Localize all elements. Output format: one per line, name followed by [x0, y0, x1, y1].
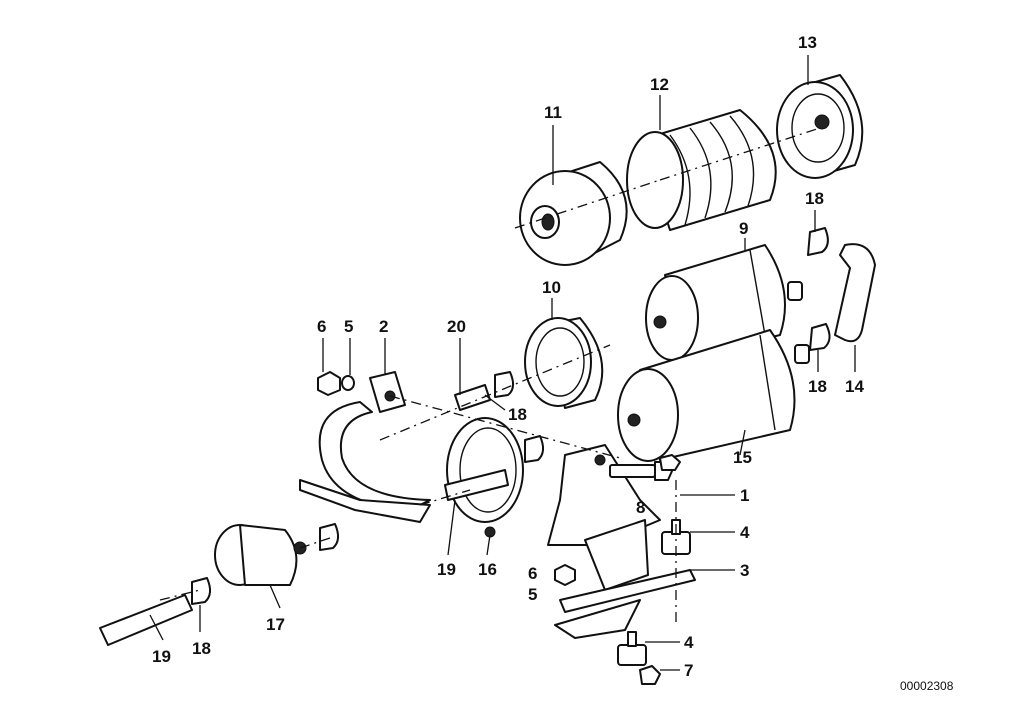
callout-19-mid: 19: [437, 560, 456, 579]
callout-4-lower: 4: [684, 633, 694, 652]
part-13-end-cap: [776, 74, 864, 179]
part-20-rubber-rod: [454, 384, 491, 411]
callout-18-right: 18: [808, 377, 827, 396]
callout-10: 10: [542, 278, 561, 297]
callout-11: 11: [544, 103, 562, 122]
leader-lines: [149, 55, 856, 671]
callout-17: 17: [266, 615, 285, 634]
callout-9: 9: [739, 219, 748, 238]
part-18-hose-clamps: [191, 227, 831, 605]
part-1-mount-bracket: [547, 444, 661, 591]
callout-18-lower: 18: [192, 639, 211, 658]
callout-19-lower: 19: [152, 647, 171, 666]
part-10-sleeve: [524, 317, 604, 409]
part-15-fuel-pump: [617, 329, 810, 462]
callout-12: 12: [650, 75, 669, 94]
part-17-filter: [99, 523, 339, 646]
part-3-strap-plate: [554, 569, 696, 639]
callout-15: 15: [733, 448, 752, 467]
callout-7: 7: [684, 661, 693, 680]
callout-14: 14: [845, 377, 864, 396]
callout-3: 3: [740, 561, 749, 580]
callout-4-upper: 4: [740, 523, 750, 542]
small-hardware: [554, 454, 681, 685]
part-16-retainer: [444, 417, 524, 538]
diagram-reference-number: 00002308: [900, 679, 954, 693]
callout-5-top: 5: [344, 317, 353, 336]
callout-18-top: 18: [805, 189, 824, 208]
part-2-bracket: [317, 371, 406, 413]
callout-16: 16: [478, 560, 497, 579]
callout-6-lower: 6: [528, 564, 537, 583]
callout-labels: 11 12 13 9 18 10 6 5 2 20 18 18 14 15 8 …: [152, 33, 864, 680]
callout-5-lower: 5: [528, 585, 537, 604]
callout-6-top: 6: [317, 317, 326, 336]
carrier-strap: [299, 401, 431, 523]
part-14-hose: [834, 243, 876, 343]
callout-2: 2: [379, 317, 388, 336]
callout-1: 1: [740, 486, 749, 505]
callout-13: 13: [798, 33, 817, 52]
callout-18-mid: 18: [508, 405, 527, 424]
assembly-center-lines: [159, 127, 821, 625]
callout-8: 8: [636, 498, 645, 517]
callout-20: 20: [447, 317, 466, 336]
part-11-insulator: [519, 161, 628, 266]
part-12-damper: [626, 109, 777, 231]
part-9-fuel-pump: [645, 244, 803, 361]
